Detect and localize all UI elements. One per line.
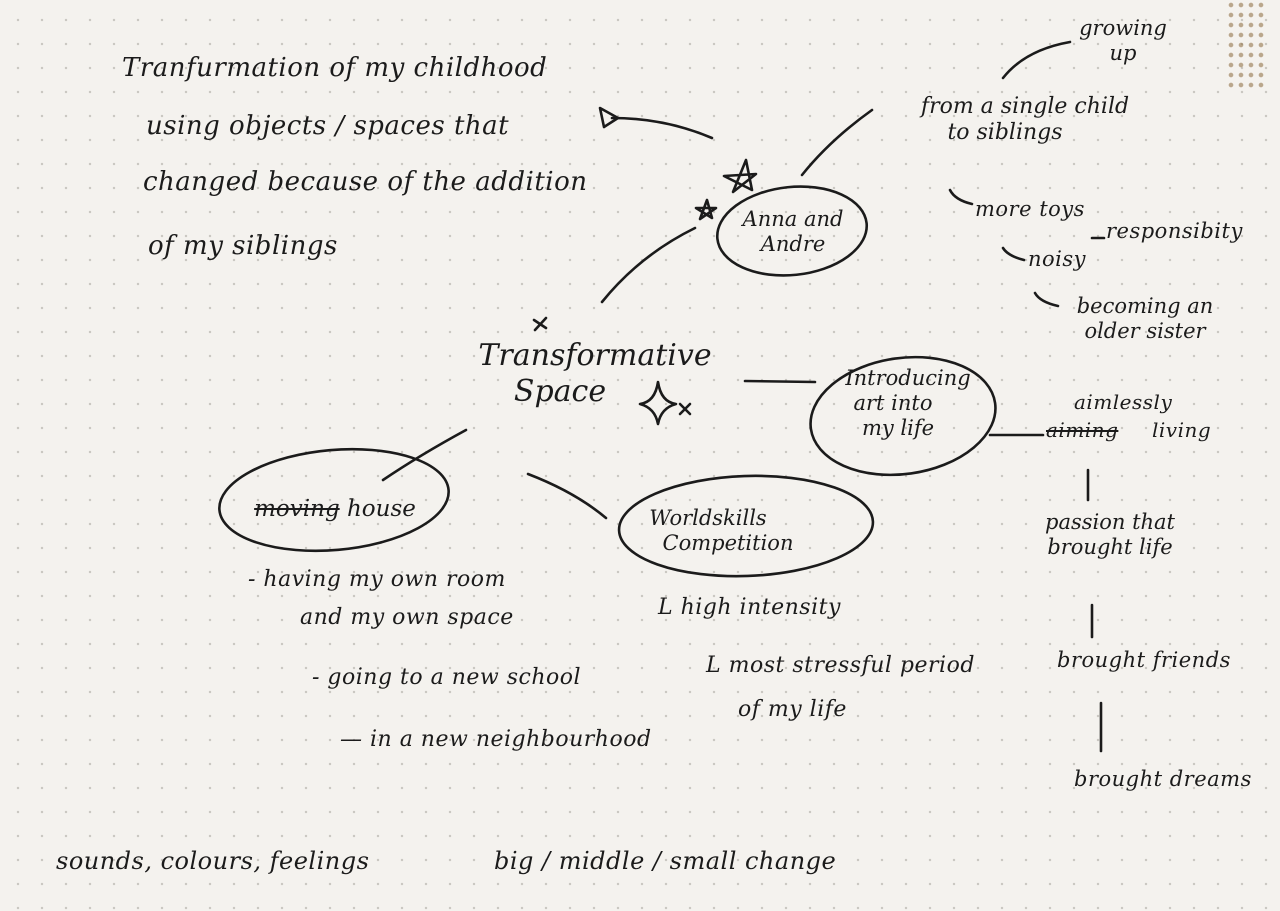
aimlessly-word: aimlessly xyxy=(1074,390,1173,414)
living-word: living xyxy=(1152,418,1212,442)
arrowhead-to-intro xyxy=(598,106,620,129)
siblings-node-line-2: Andre xyxy=(760,232,826,257)
house-node-word: house xyxy=(346,496,416,522)
art-node-circle xyxy=(809,355,997,477)
tick-more-toys xyxy=(948,188,974,206)
brought-dreams-item: brought dreams xyxy=(1074,767,1252,791)
footer-senses: sounds, colours, feelings xyxy=(56,847,370,875)
own-room-item-line-2: and my own space xyxy=(300,605,514,630)
house-node-struck-word: moving xyxy=(254,496,340,522)
tick-older-sister xyxy=(1033,291,1060,308)
older-sister-line-1: becoming an xyxy=(1076,294,1214,318)
connector-siblings-single-child xyxy=(800,108,874,177)
worldskills-node-line-2: Competition xyxy=(662,531,794,556)
more-toys-item: more toys xyxy=(975,197,1085,221)
star-mark-small xyxy=(694,198,718,221)
binding-dots xyxy=(1226,0,1266,90)
star-mark-large xyxy=(722,158,758,194)
sparkle-mark xyxy=(638,380,678,426)
neighbourhood-item: — in a new neighbourhood xyxy=(340,727,652,752)
growing-up-branch: growing up xyxy=(1068,16,1178,66)
worldskills-node-line-1: Worldskills xyxy=(649,506,767,530)
growing-up-line-1: growing xyxy=(1079,16,1167,40)
tick-noisy xyxy=(1001,246,1026,262)
growing-up-line-2: up xyxy=(1109,41,1137,66)
siblings-node-circle xyxy=(715,185,869,277)
brought-friends-item: brought friends xyxy=(1057,648,1231,672)
intro-line-3: changed because of the addition xyxy=(143,167,588,197)
passion-line-1: passion that xyxy=(1045,510,1175,534)
house-node-circle xyxy=(218,447,450,553)
star-mark-centre xyxy=(532,316,548,332)
connector-centre-art xyxy=(743,379,817,384)
siblings-node: Anna and Andre xyxy=(728,207,858,257)
art-node-line-1: Introducing xyxy=(845,366,971,390)
responsibility-item: responsibity xyxy=(1106,219,1243,243)
passion-item: passion that brought life xyxy=(1025,510,1195,560)
stressful-period-item-line-1: L most stressful period xyxy=(706,653,975,678)
intro-line-1: Tranfurmation of my childhood xyxy=(122,53,548,83)
star-mark-tiny xyxy=(678,402,692,416)
intro-line-2: using objects / spaces that xyxy=(146,111,510,141)
art-node: Introducing art into my life xyxy=(828,366,988,442)
footer-change-scale: big / middle / small change xyxy=(494,847,837,875)
older-sister-line-2: older sister xyxy=(1084,319,1206,344)
art-node-line-3: my life xyxy=(861,416,935,441)
siblings-node-line-1: Anna and xyxy=(742,207,844,231)
older-sister-item: becoming an older sister xyxy=(1055,294,1235,344)
aiming-struck-word: aiming xyxy=(1046,418,1119,442)
new-school-item: - going to a new school xyxy=(312,665,582,690)
connector-single-child-growing-up xyxy=(1001,40,1072,80)
own-room-item-line-1: - having my own room xyxy=(248,567,506,592)
house-node: moving house xyxy=(240,496,430,524)
connector-centre-worldskills xyxy=(526,472,608,520)
central-topic-line-1: Transformative xyxy=(478,338,712,373)
central-topic: Transformative Space xyxy=(470,338,720,410)
high-intensity-item: L high intensity xyxy=(658,595,841,620)
single-child-line-2: to siblings xyxy=(947,120,1063,146)
passion-line-2: brought life xyxy=(1047,535,1173,560)
intro-line-4: of my siblings xyxy=(148,231,338,261)
central-topic-line-2: Space xyxy=(513,374,607,409)
connector-centre-house xyxy=(381,428,468,482)
worldskills-node: Worldskills Competition xyxy=(628,506,828,556)
stressful-period-item-line-2: of my life xyxy=(738,697,847,722)
art-node-line-2: art into xyxy=(853,391,933,416)
single-child-line-1: from a single child xyxy=(920,94,1130,119)
noisy-item: noisy xyxy=(1028,247,1087,271)
arrow-to-intro xyxy=(610,116,714,140)
single-child-branch: from a single child to siblings xyxy=(880,94,1170,147)
connector-centre-siblings xyxy=(600,226,697,304)
worldskills-node-circle xyxy=(617,474,875,578)
